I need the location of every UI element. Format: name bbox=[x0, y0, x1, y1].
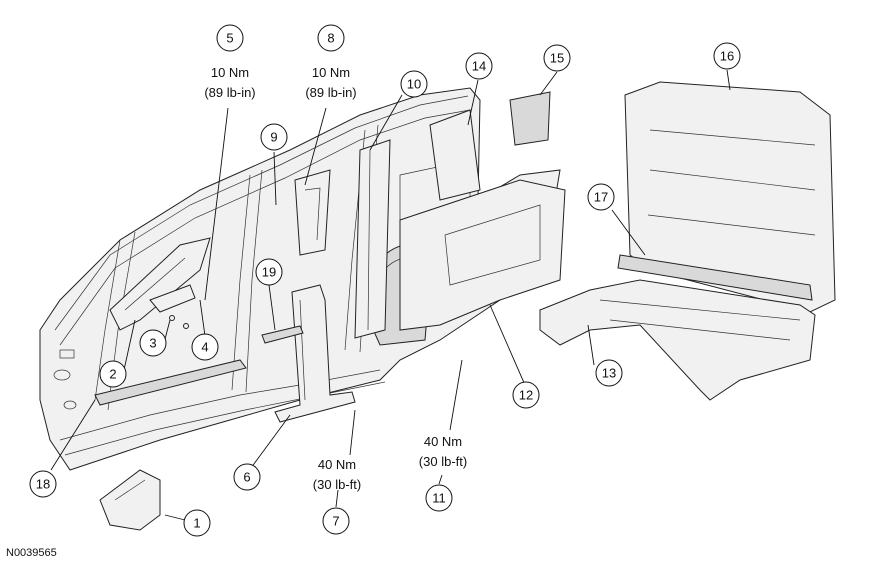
scuff-plate-17 bbox=[617, 254, 813, 301]
svg-text:13: 13 bbox=[602, 366, 616, 381]
svg-text:40 Nm: 40 Nm bbox=[424, 434, 462, 449]
callout-5: 5 bbox=[216, 24, 244, 52]
upper-trim-15 bbox=[509, 91, 551, 146]
callout-8: 8 bbox=[317, 24, 345, 52]
torque-spec-5: 10 Nm (89 lb-in) bbox=[204, 65, 255, 100]
svg-text:(89 lb-in): (89 lb-in) bbox=[204, 85, 255, 100]
leader-lines bbox=[50, 69, 731, 524]
callout-6: 6 bbox=[233, 463, 261, 491]
seat-belt-assembly-10 bbox=[354, 139, 391, 339]
svg-text:14: 14 bbox=[472, 59, 486, 74]
svg-text:5: 5 bbox=[226, 31, 233, 46]
callout-2: 2 bbox=[99, 360, 127, 388]
callout-13: 13 bbox=[595, 359, 623, 387]
callout-3: 3 bbox=[139, 329, 167, 357]
callout-17: 17 bbox=[587, 183, 615, 211]
svg-text:2: 2 bbox=[109, 367, 116, 382]
svg-text:7: 7 bbox=[332, 514, 339, 529]
svg-text:15: 15 bbox=[550, 51, 564, 66]
torque-spec-7: 40 Nm (30 lb-ft) bbox=[313, 457, 361, 492]
callout-7: 7 bbox=[322, 507, 350, 535]
svg-text:6: 6 bbox=[243, 470, 250, 485]
d-pillar-trim-14 bbox=[429, 109, 481, 201]
sill-plate-18 bbox=[94, 359, 247, 406]
svg-text:9: 9 bbox=[270, 130, 277, 145]
svg-text:12: 12 bbox=[519, 388, 533, 403]
callout-10: 10 bbox=[400, 70, 428, 98]
callout-4: 4 bbox=[191, 333, 219, 361]
trim-panel-2 bbox=[109, 237, 211, 331]
figure-id: N0039565 bbox=[6, 547, 57, 559]
quarter-trim-panel-12 bbox=[399, 179, 566, 331]
callout-1: 1 bbox=[183, 509, 211, 537]
scuff-plate-19 bbox=[261, 325, 304, 344]
svg-text:3: 3 bbox=[149, 336, 156, 351]
svg-text:4: 4 bbox=[201, 340, 208, 355]
callout-19: 19 bbox=[255, 258, 283, 286]
b-pillar-trim-6 bbox=[274, 284, 356, 423]
callout-16: 16 bbox=[713, 42, 741, 70]
svg-text:(89 lb-in): (89 lb-in) bbox=[305, 85, 356, 100]
torque-spec-11: 40 Nm (30 lb-ft) bbox=[419, 434, 467, 469]
svg-text:40 Nm: 40 Nm bbox=[318, 457, 356, 472]
callout-14: 14 bbox=[465, 52, 493, 80]
svg-text:8: 8 bbox=[327, 31, 334, 46]
svg-text:1: 1 bbox=[193, 516, 200, 531]
svg-text:17: 17 bbox=[594, 190, 608, 205]
c-pillar-trim-8 bbox=[294, 169, 331, 256]
svg-text:10: 10 bbox=[407, 77, 421, 92]
callout-12: 12 bbox=[512, 381, 540, 409]
svg-text:10 Nm: 10 Nm bbox=[211, 65, 249, 80]
callout-18: 18 bbox=[29, 470, 57, 498]
svg-text:11: 11 bbox=[432, 491, 446, 506]
callout-11: 11 bbox=[425, 484, 453, 512]
svg-text:18: 18 bbox=[36, 477, 50, 492]
svg-text:16: 16 bbox=[720, 49, 734, 64]
callout-9: 9 bbox=[260, 123, 288, 151]
lower-trim-1 bbox=[99, 469, 161, 531]
svg-text:(30 lb-ft): (30 lb-ft) bbox=[313, 477, 361, 492]
load-floor-13 bbox=[539, 279, 816, 401]
svg-text:19: 19 bbox=[262, 265, 276, 280]
callout-15: 15 bbox=[543, 44, 571, 72]
svg-text:(30 lb-ft): (30 lb-ft) bbox=[419, 454, 467, 469]
trim-clip-3 bbox=[149, 284, 196, 329]
svg-text:10 Nm: 10 Nm bbox=[312, 65, 350, 80]
torque-spec-8: 10 Nm (89 lb-in) bbox=[305, 65, 356, 100]
